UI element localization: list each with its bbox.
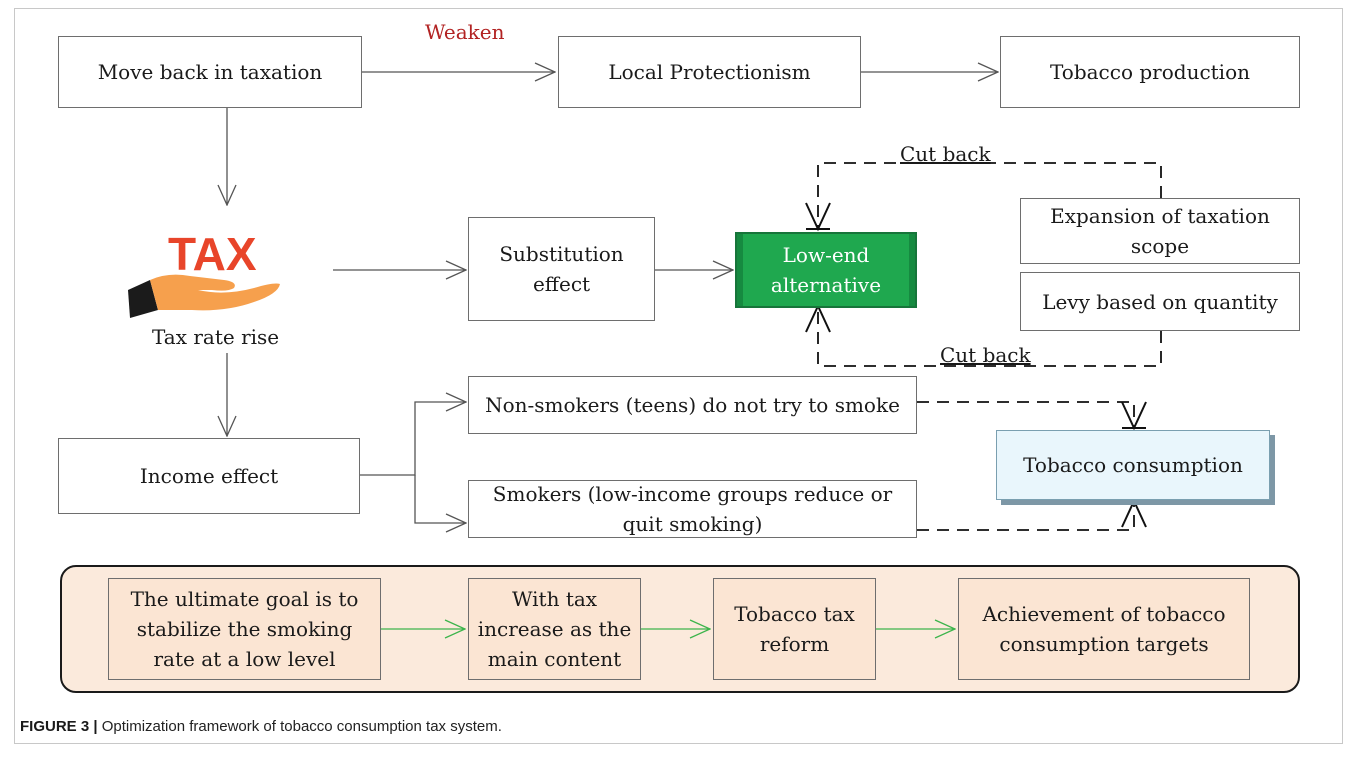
goal-box-stabilize: The ultimate goal is to stabilize the sm…: [108, 578, 381, 680]
figure-frame: [14, 8, 1343, 744]
box-tobacco-consumption: Tobacco consumption: [996, 430, 1270, 500]
box-smokers: Smokers (low-income groups reduce or qui…: [468, 480, 917, 538]
cut-back-top-label: Cut back: [900, 142, 991, 166]
tax-rate-rise-label: Tax rate rise: [152, 325, 280, 349]
arrow-income-to-nonsmokers: [360, 402, 466, 476]
weaken-label: Weaken: [425, 20, 505, 44]
caption-label: FIGURE 3 |: [20, 718, 98, 735]
arrow-income-to-smokers: [414, 475, 466, 523]
box-levy-based-on-quantity: Levy based on quantity: [1020, 272, 1300, 331]
cutback-bottom-connector: [805, 303, 1162, 367]
figure-caption: FIGURE 3 | Optimization framework of tob…: [20, 718, 502, 735]
caption-text: Optimization framework of tobacco consum…: [97, 718, 502, 735]
box-income-effect: Income effect: [58, 438, 360, 514]
box-low-end-alternative: Low-end alternative: [735, 232, 917, 308]
box-tobacco-production: Tobacco production: [1000, 36, 1300, 108]
box-expansion-of-taxation-scope: Expansion of taxation scope: [1020, 198, 1300, 264]
cutback-top-connector: [805, 162, 1162, 232]
goal-box-tax-increase: With tax increase as the main content: [468, 578, 641, 680]
goal-box-tax-reform: Tobacco tax reform: [713, 578, 876, 680]
box-move-back-in-taxation: Move back in taxation: [58, 36, 362, 108]
box-substitution-effect: Substitution effect: [468, 217, 655, 321]
tax-logo-text: TAX: [168, 228, 257, 280]
tax-hand-icon: TAX: [128, 228, 280, 318]
box-non-smokers: Non-smokers (teens) do not try to smoke: [468, 376, 917, 434]
goal-box-targets: Achievement of tobacco consumption targe…: [958, 578, 1250, 680]
cut-back-bottom-label: Cut back: [940, 343, 1031, 367]
box-local-protectionism: Local Protectionism: [558, 36, 861, 108]
